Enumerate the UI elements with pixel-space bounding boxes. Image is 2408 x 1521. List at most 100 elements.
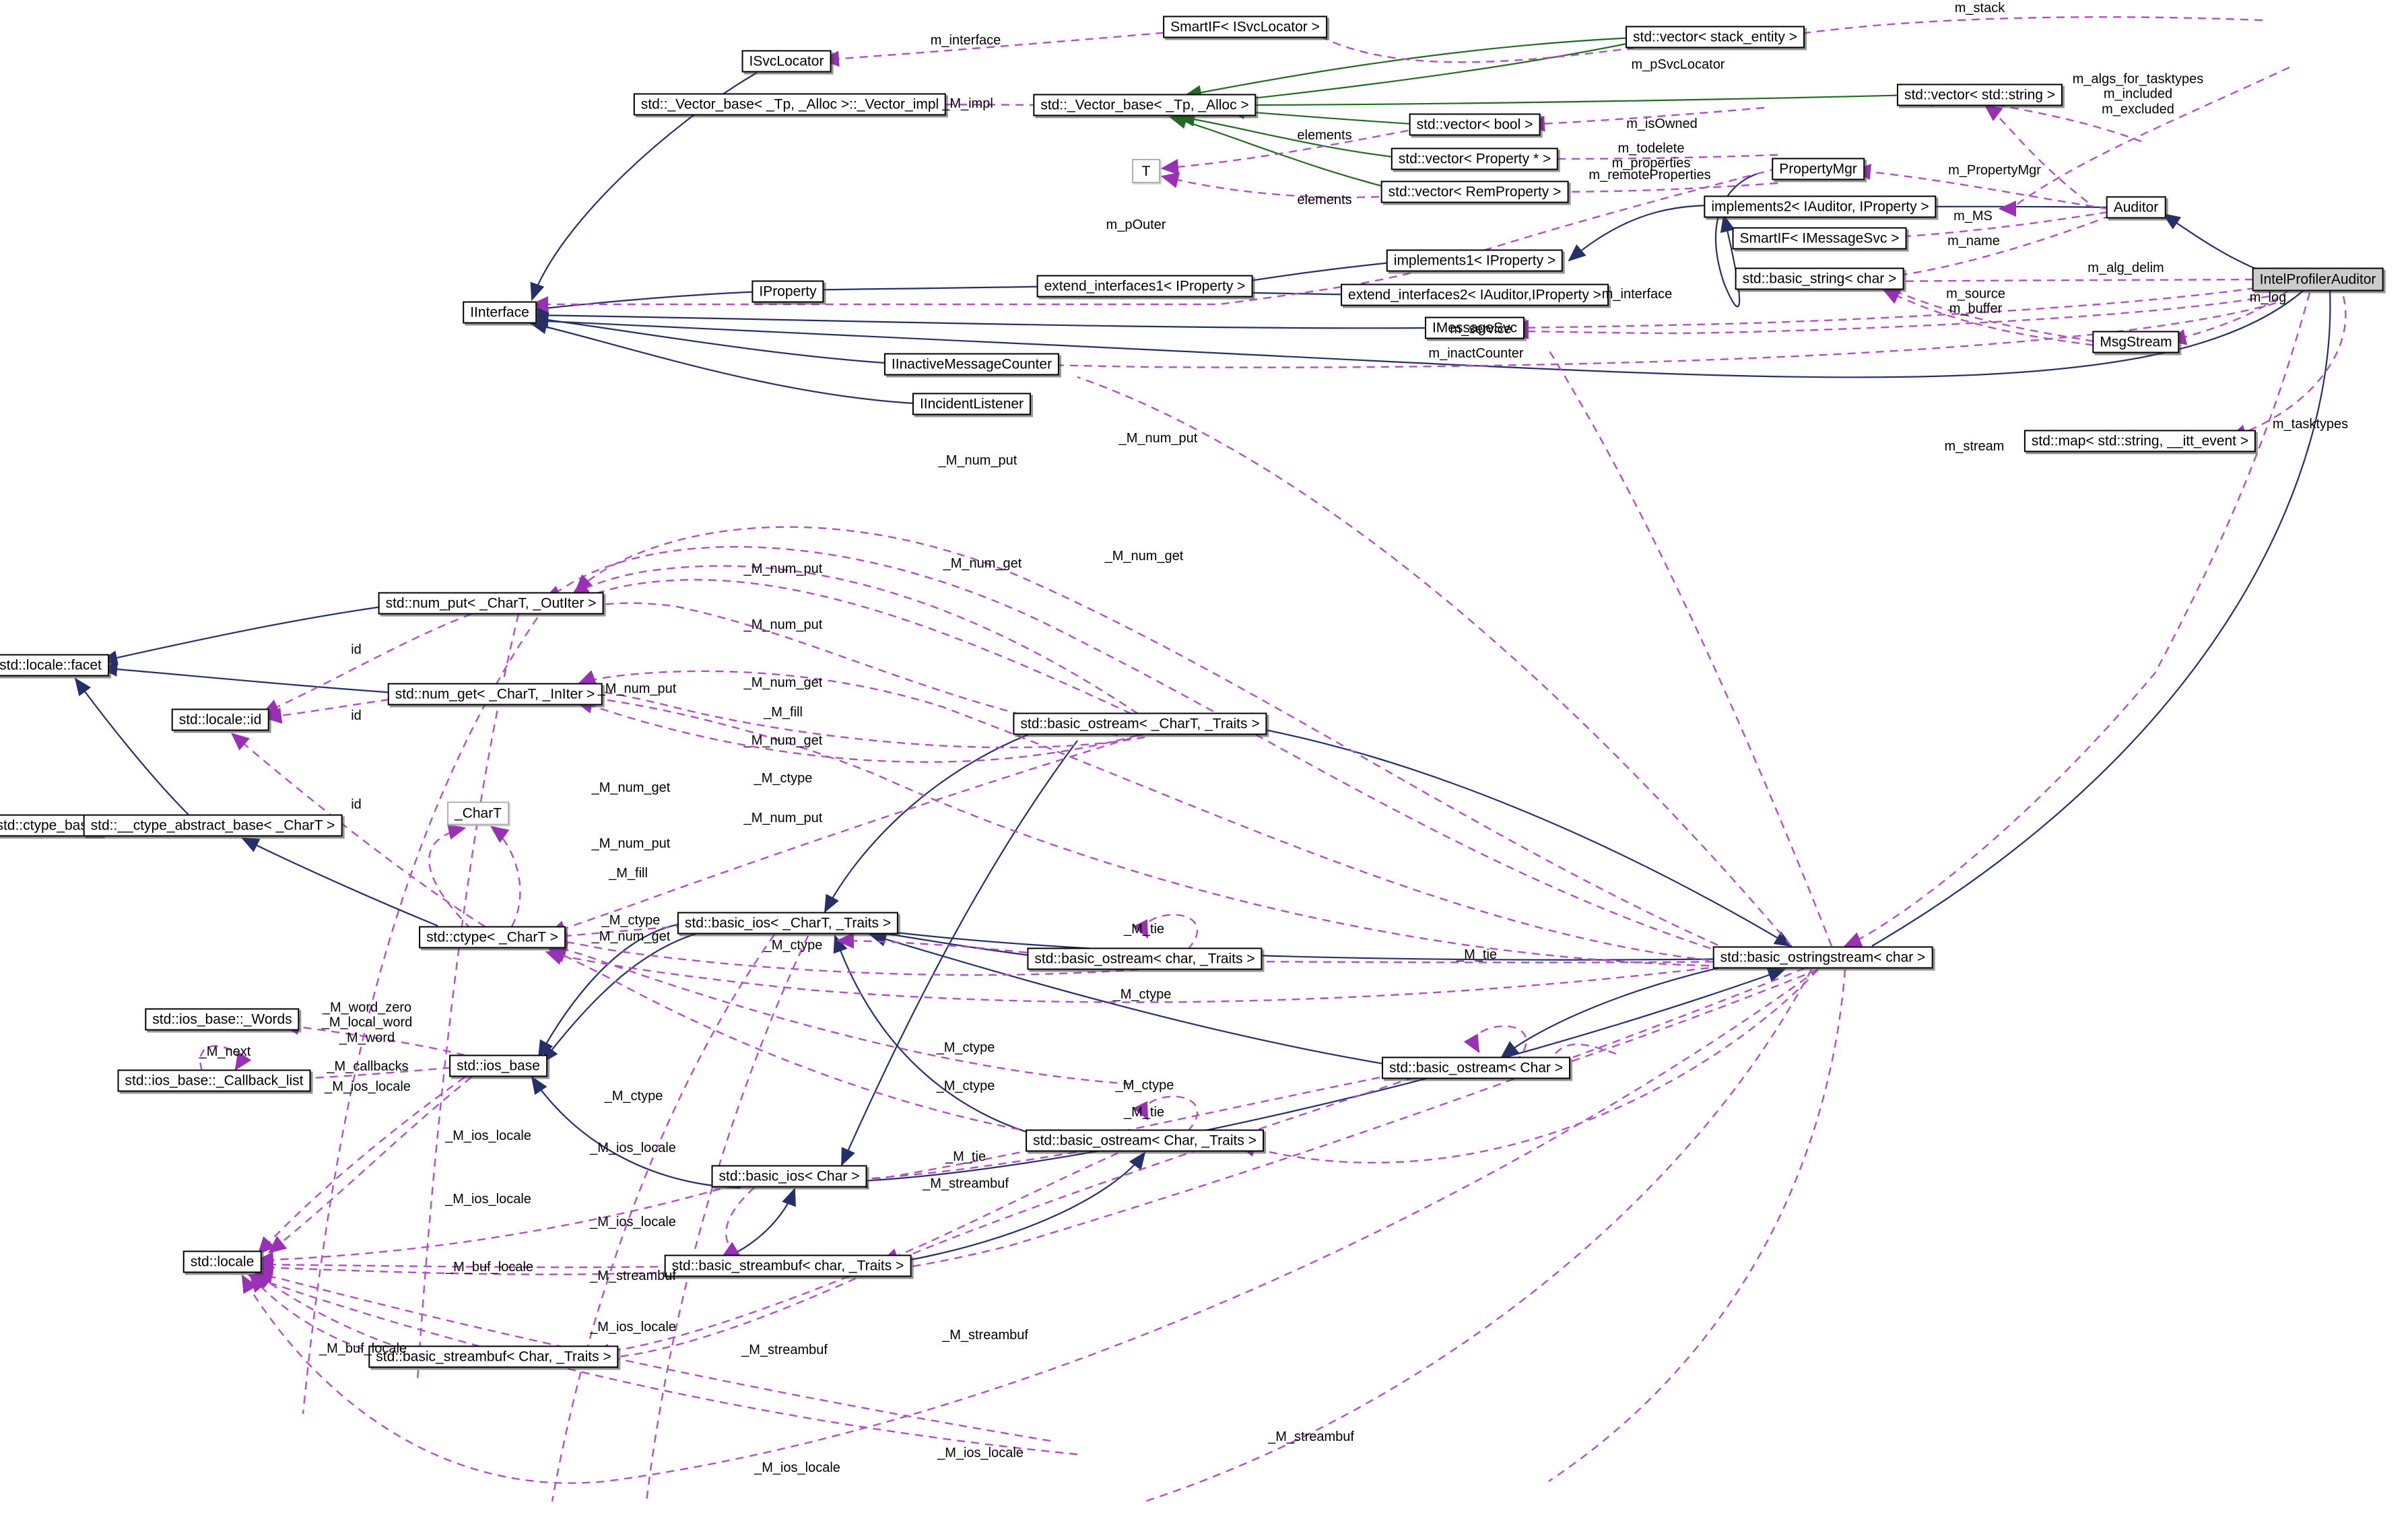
class-node-label: std::_Vector_base< _Tp, _Alloc >::_Vecto… bbox=[640, 96, 939, 112]
class-node-basic_ios_chart_traits[interactable]: std::basic_ios< _CharT, _Traits > bbox=[677, 912, 899, 935]
class-node-vector_base[interactable]: std::_Vector_base< _Tp, _Alloc > bbox=[1033, 94, 1257, 116]
class-node-basic_string_char[interactable]: std::basic_string< char > bbox=[1735, 267, 1904, 290]
class-node-vector_property_ptr[interactable]: std::vector< Property * > bbox=[1391, 147, 1559, 170]
edge-label: id bbox=[351, 797, 362, 812]
class-node-smartif_isvclocator[interactable]: SmartIF< ISvcLocator > bbox=[1163, 15, 1327, 38]
edge-label: m_source m_buffer bbox=[1946, 286, 2005, 316]
class-node-label: std::locale bbox=[190, 1254, 255, 1270]
class-node-vector_base_impl[interactable]: std::_Vector_base< _Tp, _Alloc >::_Vecto… bbox=[633, 93, 947, 116]
class-node-locale[interactable]: std::locale bbox=[182, 1250, 262, 1273]
class-node-label: std::vector< bool > bbox=[1416, 116, 1533, 133]
class-node-ctype_abstract_base[interactable]: std::__ctype_abstract_base< _CharT > bbox=[83, 814, 343, 837]
edge-label: _M_tie bbox=[1123, 1104, 1165, 1120]
class-node-label: std::ctype< _CharT > bbox=[426, 929, 558, 945]
class-node-ios_base_callback_list[interactable]: std::ios_base::_Callback_list bbox=[117, 1069, 311, 1092]
edge-label: id bbox=[351, 642, 362, 657]
edge-label: _M_num_put bbox=[743, 617, 823, 632]
class-node-msgstream[interactable]: MsgStream bbox=[2092, 331, 2180, 353]
class-node-iinterface[interactable]: IInterface bbox=[463, 301, 537, 324]
class-node-implements2_iauditor_iproperty[interactable]: implements2< IAuditor, IProperty > bbox=[1704, 195, 1937, 218]
edge-label: _M_impl bbox=[942, 96, 993, 111]
class-node-propertymgr[interactable]: PropertyMgr bbox=[1772, 158, 1865, 180]
class-node-iproperty[interactable]: IProperty bbox=[751, 280, 824, 303]
class-node-label: T bbox=[1141, 163, 1151, 179]
class-node-basic_ios_Char[interactable]: std::basic_ios< Char > bbox=[711, 1165, 867, 1188]
edge-label: m_algs_for_tasktypes m_included m_exclud… bbox=[2072, 71, 2204, 117]
class-node-label: std::vector< Property * > bbox=[1398, 151, 1551, 167]
class-node-ctype_chart[interactable]: std::ctype< _CharT > bbox=[419, 926, 566, 949]
class-node-num_get[interactable]: std::num_get< _CharT, _InIter > bbox=[387, 683, 603, 706]
edge-label: _M_ios_locale bbox=[590, 1140, 676, 1155]
class-node-label: IInterface bbox=[470, 304, 529, 320]
class-node-locale_id[interactable]: std::locale::id bbox=[171, 708, 269, 731]
class-node-basic_ostream_Char_Traits[interactable]: std::basic_ostream< Char, _Traits > bbox=[1026, 1129, 1264, 1152]
class-node-label: std::ctype_base bbox=[0, 817, 96, 834]
class-node-vector_string[interactable]: std::vector< std::string > bbox=[1896, 83, 2063, 106]
class-node-basic_streambuf_char_traits_lc[interactable]: std::basic_streambuf< char, _Traits > bbox=[664, 1254, 912, 1277]
class-node-basic_ostream_Char[interactable]: std::basic_ostream< Char > bbox=[1382, 1056, 1570, 1079]
class-node-basic_streambuf_Char_Traits[interactable]: std::basic_streambuf< Char, _Traits > bbox=[368, 1345, 619, 1368]
class-node-auditor[interactable]: Auditor bbox=[2106, 196, 2166, 219]
class-node-label: PropertyMgr bbox=[1779, 161, 1857, 177]
class-node-label: std::basic_ostream< Char > bbox=[1389, 1060, 1563, 1076]
class-node-label: std::basic_ostream< char, _Traits > bbox=[1034, 951, 1255, 967]
class-node-ios_base_words[interactable]: std::ios_base::_Words bbox=[145, 1008, 300, 1031]
class-node-iinactivemessagecounter[interactable]: IInactiveMessageCounter bbox=[883, 353, 1060, 376]
class-node-label: std::_Vector_base< _Tp, _Alloc > bbox=[1040, 97, 1249, 113]
class-node-iincidentlistener[interactable]: IIncidentListener bbox=[912, 393, 1032, 415]
class-node-ctype_base[interactable]: std::ctype_base bbox=[0, 814, 103, 837]
class-node-label: implements2< IAuditor, IProperty > bbox=[1711, 199, 1929, 215]
edge-label: m_interface bbox=[930, 32, 1001, 48]
edge-label: _M_ctype bbox=[1115, 1077, 1174, 1093]
class-node-label: IMessageSvc bbox=[1432, 320, 1518, 336]
class-node-CharT[interactable]: _CharT bbox=[446, 801, 510, 825]
class-node-label: ISvcLocator bbox=[749, 53, 824, 69]
edge-label: _M_tie bbox=[945, 1149, 986, 1164]
edge-label: m_stack bbox=[1954, 0, 2005, 15]
class-node-basic_ostream_chart_traits[interactable]: std::basic_ostream< _CharT, _Traits > bbox=[1013, 712, 1267, 735]
edge-label: id bbox=[351, 708, 362, 723]
class-node-label: IProperty bbox=[759, 283, 817, 300]
edge-label: _M_next bbox=[199, 1044, 251, 1059]
class-node-ios_base[interactable]: std::ios_base bbox=[449, 1054, 547, 1077]
class-node-map_string_ittevent[interactable]: std::map< std::string, __itt_event > bbox=[2024, 430, 2256, 452]
class-node-label: MsgStream bbox=[2100, 334, 2172, 350]
edge-label: _M_ctype bbox=[754, 770, 813, 786]
edge-label: _M_num_put bbox=[743, 810, 823, 825]
edge-label: m_pSvcLocator bbox=[1631, 57, 1725, 72]
edge-label: _M_ios_locale bbox=[590, 1214, 676, 1229]
class-node-vector_bool[interactable]: std::vector< bool > bbox=[1409, 113, 1541, 136]
class-node-isvclocator[interactable]: ISvcLocator bbox=[741, 50, 832, 73]
class-node-smartif_imessagesvc[interactable]: SmartIF< IMessageSvc > bbox=[1732, 227, 1907, 250]
class-node-intelprofilerauditor[interactable]: IntelProfilerAuditor bbox=[2252, 267, 2384, 292]
class-node-extend_interfaces2[interactable]: extend_interfaces2< IAuditor,IProperty > bbox=[1341, 283, 1609, 306]
class-node-label: std::basic_ostringstream< char > bbox=[1720, 949, 1926, 966]
class-node-vector_remproperty[interactable]: std::vector< RemProperty > bbox=[1380, 180, 1569, 203]
class-node-basic_ostringstream_char[interactable]: std::basic_ostringstream< char > bbox=[1712, 946, 1933, 969]
class-node-label: std::ios_base bbox=[457, 1058, 540, 1074]
edge-label: _M_streambuf bbox=[923, 1176, 1009, 1191]
class-node-label: std::basic_ios< Char > bbox=[718, 1168, 860, 1184]
class-node-basic_ostream_char_traits_lc[interactable]: std::basic_ostream< char, _Traits > bbox=[1027, 947, 1263, 970]
edge-label: _M_num_get bbox=[743, 733, 823, 748]
edge-label: _M_fill bbox=[764, 704, 803, 720]
class-node-extend_interfaces1_iproperty[interactable]: extend_interfaces1< IProperty > bbox=[1036, 275, 1253, 298]
class-node-label: std::basic_streambuf< Char, _Traits > bbox=[376, 1349, 611, 1365]
class-node-T[interactable]: T bbox=[1132, 159, 1160, 183]
edge-label: elements bbox=[1297, 192, 1352, 207]
class-node-imessagesvc[interactable]: IMessageSvc bbox=[1424, 316, 1525, 339]
edge-label: _M_ios_locale bbox=[445, 1191, 531, 1207]
class-node-label: std::__ctype_abstract_base< _CharT > bbox=[90, 817, 335, 834]
class-node-vector_stack_entity[interactable]: std::vector< stack_entity > bbox=[1626, 26, 1805, 48]
edge-label: _M_ios_locale bbox=[937, 1445, 1024, 1460]
class-node-label: SmartIF< IMessageSvc > bbox=[1739, 230, 1900, 246]
class-node-locale_facet[interactable]: std::locale::facet bbox=[0, 654, 109, 677]
class-node-label: IInactiveMessageCounter bbox=[891, 356, 1052, 372]
edge-label: m_service bbox=[1450, 321, 1512, 337]
class-node-num_put[interactable]: std::num_put< _CharT, _OutIter > bbox=[378, 592, 604, 615]
edge-label: _M_num_put bbox=[597, 681, 677, 696]
class-node-label: std::num_get< _CharT, _InIter > bbox=[395, 686, 595, 702]
edge-label: m_inactCounter bbox=[1428, 345, 1524, 361]
class-node-implements1_iproperty[interactable]: implements1< IProperty > bbox=[1386, 249, 1564, 272]
